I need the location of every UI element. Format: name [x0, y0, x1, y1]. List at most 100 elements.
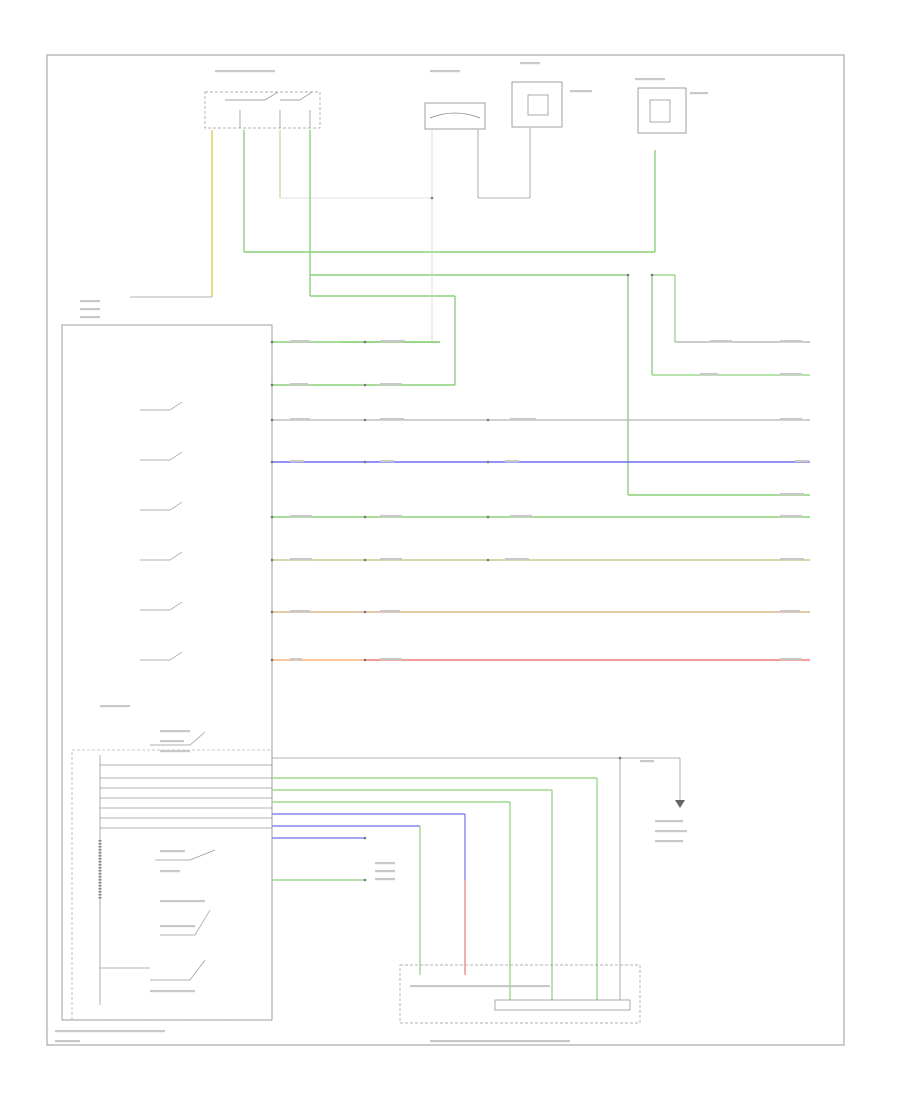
micro-label-29 [780, 373, 802, 376]
connector-pin-1 [270, 383, 274, 387]
connector-pin-2 [270, 418, 274, 422]
diagram-frame [46, 54, 845, 1046]
micro-label-7 [780, 418, 802, 421]
connector-pin-22 [650, 273, 654, 277]
micro-label-17 [380, 558, 402, 561]
micro-label-20 [290, 610, 310, 613]
micro-label-53 [375, 862, 395, 865]
connector-pin-23 [618, 756, 622, 760]
connector-pin-13 [363, 558, 367, 562]
micro-label-15 [780, 515, 802, 518]
connector-pin-14 [363, 610, 367, 614]
micro-label-32 [430, 70, 460, 73]
micro-label-23 [290, 658, 302, 661]
micro-label-51 [55, 1030, 165, 1033]
connector-pin-12 [363, 515, 367, 519]
micro-label-19 [780, 558, 804, 561]
micro-label-5 [380, 418, 404, 421]
micro-label-21 [380, 610, 400, 613]
component-top-relay [511, 81, 563, 128]
micro-label-46 [160, 900, 205, 903]
micro-label-48 [150, 990, 195, 993]
micro-label-16 [290, 558, 312, 561]
connector-pin-24 [363, 836, 367, 840]
connector-pin-11 [363, 460, 367, 464]
connector-pin-6 [270, 610, 274, 614]
micro-label-11 [795, 460, 809, 463]
label-ticks [55, 62, 809, 1043]
micro-label-9 [380, 460, 394, 463]
connector-pin-0 [270, 340, 274, 344]
connector-pin-15 [363, 658, 367, 662]
micro-label-26 [710, 340, 732, 343]
component-top-motor [424, 102, 486, 130]
micro-label-37 [80, 300, 100, 303]
component-top-sensor [637, 87, 687, 134]
micro-label-47 [160, 925, 195, 928]
connector-pins [270, 196, 654, 882]
micro-label-3 [380, 383, 402, 386]
connector-pin-3 [270, 460, 274, 464]
micro-label-35 [570, 90, 592, 93]
micro-label-34 [635, 78, 665, 81]
connector-pin-8 [363, 340, 367, 344]
connector-pin-5 [270, 558, 274, 562]
micro-label-27 [780, 340, 802, 343]
micro-label-2 [290, 383, 308, 386]
micro-label-10 [505, 460, 519, 463]
connector-pin-16 [486, 418, 490, 422]
connector-pin-7 [270, 658, 274, 662]
component-top-left-switch [204, 91, 321, 129]
micro-label-0 [290, 340, 310, 343]
connector-pin-25 [363, 878, 367, 882]
micro-label-44 [160, 850, 185, 853]
micro-label-50 [430, 1040, 570, 1043]
micro-label-8 [290, 460, 304, 463]
wire-harness [272, 341, 810, 661]
micro-label-58 [655, 830, 687, 833]
micro-label-54 [375, 870, 395, 873]
micro-label-49 [410, 985, 550, 988]
micro-label-59 [655, 840, 683, 843]
module-internal-lines [100, 764, 272, 969]
connector-pin-18 [486, 515, 490, 519]
micro-label-28 [700, 373, 718, 376]
micro-label-40 [100, 705, 130, 708]
micro-label-4 [290, 418, 310, 421]
micro-label-24 [380, 658, 402, 661]
micro-label-57 [655, 820, 683, 823]
micro-label-6 [510, 418, 536, 421]
micro-label-25 [780, 658, 802, 661]
micro-label-13 [380, 515, 402, 518]
micro-label-31 [215, 70, 275, 73]
micro-label-42 [160, 740, 184, 743]
micro-label-30 [780, 493, 804, 496]
connector-pin-19 [486, 558, 490, 562]
ground-symbol [675, 800, 685, 808]
micro-label-22 [780, 610, 800, 613]
connector-pin-4 [270, 515, 274, 519]
connector-pin-20 [430, 196, 434, 200]
micro-label-45 [160, 870, 180, 873]
component-bottom-terminal [494, 999, 631, 1011]
micro-label-41 [160, 730, 190, 733]
micro-label-1 [380, 340, 405, 343]
micro-label-52 [55, 1040, 80, 1043]
component-bottom-door-switch [399, 964, 641, 1024]
micro-label-56 [640, 760, 654, 763]
micro-label-18 [505, 558, 529, 561]
micro-label-14 [510, 515, 532, 518]
micro-label-39 [80, 316, 100, 319]
micro-label-33 [520, 62, 540, 65]
micro-label-55 [375, 878, 395, 881]
micro-label-43 [160, 750, 190, 753]
micro-label-12 [290, 515, 312, 518]
module-inner-circuit [71, 749, 273, 1021]
micro-label-36 [690, 92, 708, 95]
module-power-window-main-switch [61, 324, 273, 1021]
connector-pin-10 [363, 418, 367, 422]
connector-pin-21 [626, 273, 630, 277]
connector-pin-9 [363, 383, 367, 387]
